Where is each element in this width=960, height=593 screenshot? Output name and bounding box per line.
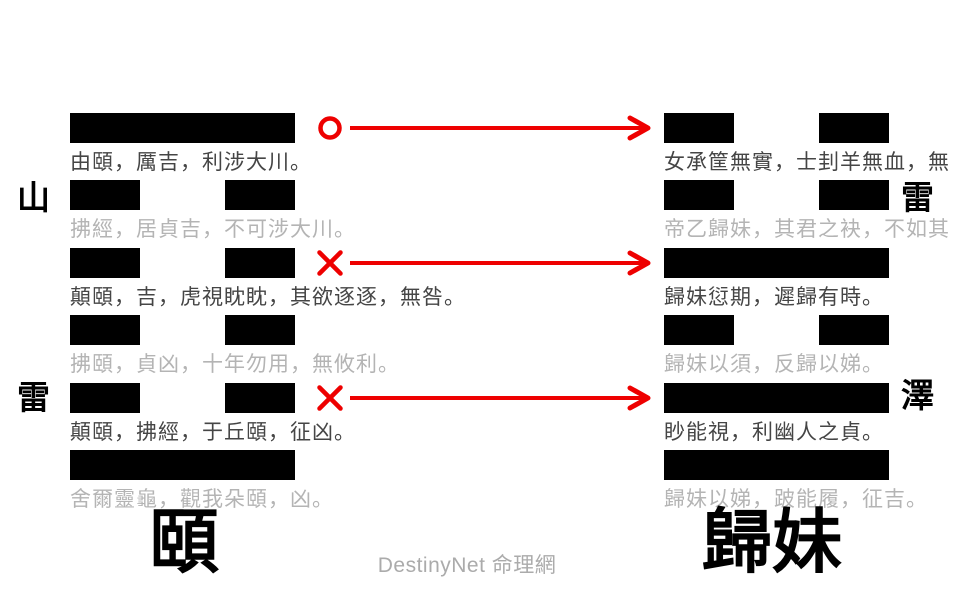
yang-line-bar xyxy=(664,248,889,278)
left-hexagram-title: 頤 xyxy=(149,503,219,581)
yin-line-segment-right xyxy=(819,180,889,210)
yin-line-segment-left xyxy=(664,113,734,143)
watermark: DestinyNet 命理網 xyxy=(377,554,557,577)
yang-line-bar xyxy=(70,113,295,143)
right-outer-trigram-label: 雷 xyxy=(901,179,934,216)
line-statement: 顛頤，吉，虎視眈眈，其欲逐逐，無咎。 xyxy=(70,286,466,309)
yang-line-bar xyxy=(664,450,889,480)
yin-line-segment-left xyxy=(664,315,734,345)
left-inner-trigram-label: 雷 xyxy=(17,379,50,416)
right-inner-trigram-label: 澤 xyxy=(901,377,934,414)
yin-line-segment-right xyxy=(225,315,295,345)
yin-line-segment-left xyxy=(664,180,734,210)
yin-line-segment-left xyxy=(70,180,140,210)
line-statement: 眇能視，利幽人之貞。 xyxy=(664,421,884,444)
line-statement: 舍爾靈龜，觀我朵頤，凶。 xyxy=(70,488,334,511)
line-statement: 歸妹以娣，跛能履，征吉。 xyxy=(664,488,928,511)
yin-line-segment-right xyxy=(225,383,295,413)
line-statement: 由頤，厲吉，利涉大川。 xyxy=(70,151,312,174)
yin-line-segment-left xyxy=(70,383,140,413)
yang-line-bar xyxy=(664,383,889,413)
yin-line-segment-right xyxy=(819,315,889,345)
yin-line-segment-right xyxy=(819,113,889,143)
line-statement: 拂頤，貞凶，十年勿用，無攸利。 xyxy=(70,353,400,376)
yin-line-segment-left xyxy=(70,248,140,278)
line-statement: 女承筐無實，士刲羊無血，無 xyxy=(664,151,950,174)
line-statement: 歸妹以須，反歸以娣。 xyxy=(664,353,884,376)
line-statement: 顛頤，拂經，于丘頤，征凶。 xyxy=(70,421,356,444)
line-statement: 歸妹愆期，遲歸有時。 xyxy=(664,286,884,309)
left-outer-trigram-label: 山 xyxy=(17,179,50,216)
yin-line-segment-left xyxy=(70,315,140,345)
yin-line-segment-right xyxy=(225,180,295,210)
yin-line-segment-right xyxy=(225,248,295,278)
line-statement: 帝乙歸妹，其君之袂，不如其 xyxy=(664,218,950,241)
line-statement: 拂經，居貞吉，不可涉大川。 xyxy=(70,218,356,241)
yang-line-bar xyxy=(70,450,295,480)
right-hexagram-title: 歸妹 xyxy=(702,503,842,581)
